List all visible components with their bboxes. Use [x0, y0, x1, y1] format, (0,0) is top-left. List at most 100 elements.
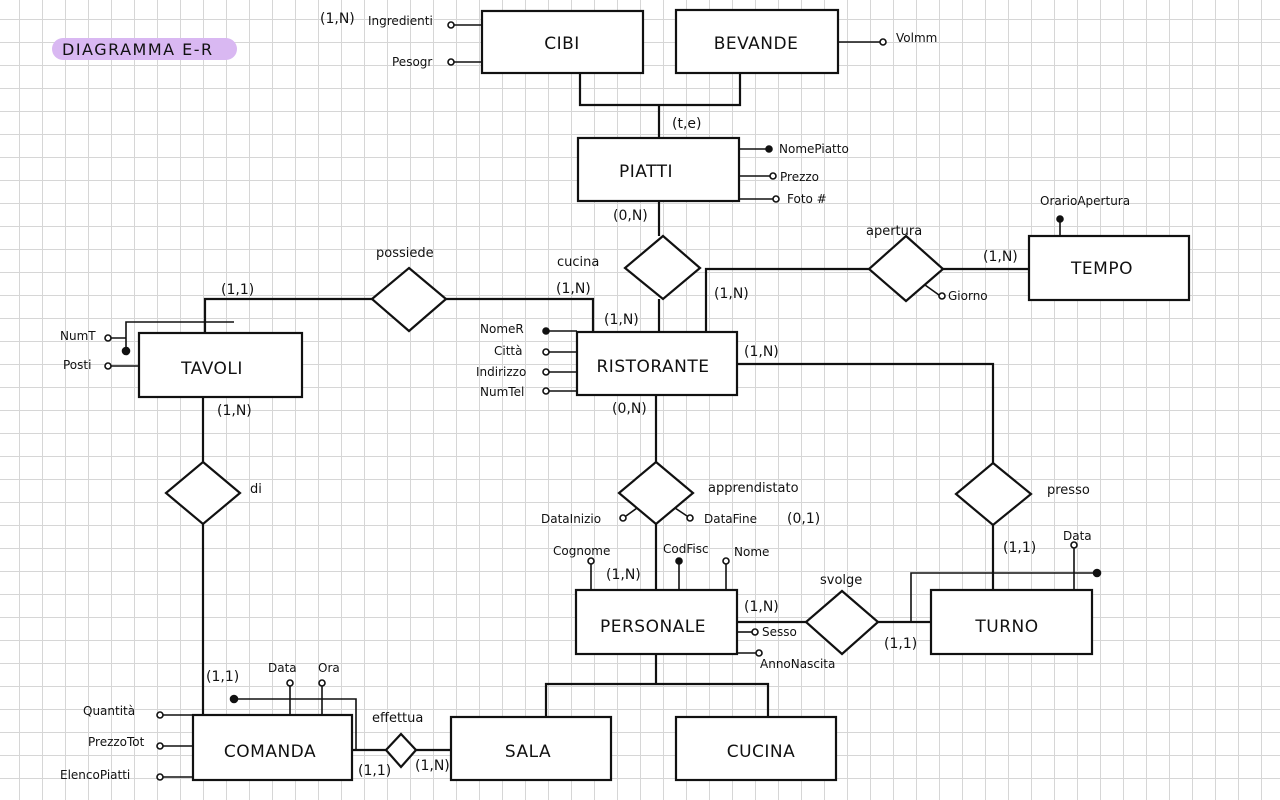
attr-quantita-label: Quantità — [83, 704, 135, 718]
rel-apprendistato-label: apprendistato — [708, 481, 799, 496]
attr-elencopiatti-label: ElencoPiatti — [60, 768, 130, 782]
card-datafine: (0,1) — [787, 511, 820, 527]
entity-cibi-label: CIBI — [544, 34, 580, 54]
entity-sala-box — [449, 715, 613, 782]
attr-prezzo-label: Prezzo — [780, 170, 819, 184]
line-ristorante-presso — [737, 362, 995, 463]
attr-orarioapertura-label: OrarioApertura — [1040, 194, 1130, 208]
attr-annonascita-label: AnnoNascita — [760, 657, 835, 671]
attr-annonascita-dot — [755, 649, 763, 657]
entity-cibi-box — [480, 9, 645, 75]
attr-prezzotot-label: PrezzoTot — [88, 735, 145, 749]
attr-posti-label: Posti — [63, 358, 91, 372]
rel-apertura-label: apertura — [866, 224, 922, 239]
entity-tempo-label: TEMPO — [1070, 259, 1133, 279]
card-personale-svolge: (1,N) — [744, 599, 779, 615]
attr-nomepiatto-label: NomePiatto — [779, 142, 849, 156]
title-highlight — [52, 38, 237, 60]
attr-foto-dot — [772, 195, 780, 203]
rel-di-label: di — [250, 482, 262, 497]
attr-codfisc-label: CodFisc — [663, 542, 709, 556]
attr-codfisc-dot — [675, 557, 683, 565]
attr-datafine-label: DataFine — [704, 512, 757, 526]
rel-effettua-diamond — [384, 732, 418, 769]
rel-apprendistato-diamond — [617, 460, 695, 526]
card-tavoli-possiede: (1,1) — [221, 282, 254, 298]
attr-ingredienti-label: Ingredienti — [368, 14, 433, 28]
attr-numtel-label: NumTel — [480, 385, 524, 399]
entity-tavoli-label: TAVOLI — [180, 359, 243, 379]
attr-ora-label: Ora — [318, 661, 340, 675]
rel-apertura-diamond — [867, 234, 945, 303]
rel-cucina-diamond — [623, 234, 702, 301]
attr-giorno-dot — [938, 292, 946, 300]
card-ingredienti: (1,N) — [320, 11, 355, 27]
card-tempo-apertura: (1,N) — [983, 249, 1018, 265]
attr-datafine-line — [674, 507, 688, 517]
card-ristorante-presso: (1,N) — [744, 344, 779, 360]
rel-possiede-diamond — [370, 266, 448, 333]
line-ristorante-possiede — [446, 297, 595, 332]
rel-cucina-label: cucina — [557, 255, 599, 270]
diagram-title: DIAGRAMMA E-R — [62, 40, 214, 59]
attr-orarioapertura-dot — [1056, 215, 1064, 223]
entity-bevande-box — [674, 8, 840, 75]
rel-possiede-label: possiede — [376, 246, 434, 261]
attr-pesogr-label: Pesogr — [392, 55, 432, 69]
generalization-line — [578, 73, 742, 138]
attr-cognome-label: Cognome — [553, 544, 610, 558]
card-sala-effettua: (1,N) — [415, 758, 450, 774]
attr-foto-label: Foto # — [787, 192, 827, 206]
rel-presso-diamond — [954, 461, 1033, 527]
personale-generalization-line — [544, 654, 770, 717]
attr-indirizzo-dot — [542, 368, 550, 376]
line-ristorante-apertura — [704, 267, 869, 332]
attr-prezzotot-dot — [156, 742, 164, 750]
attr-quantita-dot — [156, 711, 164, 719]
attr-numt-dot — [104, 334, 112, 342]
attr-data-turno-dot — [1070, 541, 1078, 549]
attr-elencopiatti-dot — [156, 773, 164, 781]
entity-personale-label: PERSONALE — [600, 617, 706, 637]
attr-nomepiatto-dot — [765, 145, 773, 153]
attr-citta-dot — [542, 348, 550, 356]
attr-nomer-label: NomeR — [480, 322, 524, 336]
attr-datainizio-dot — [619, 514, 627, 522]
attr-prezzo-dot — [769, 172, 777, 180]
entity-piatti-box — [576, 136, 741, 203]
entity-ristorante-box — [575, 330, 739, 397]
card-ristorante-apertura: (1,N) — [714, 286, 749, 302]
attr-citta-label: Città — [494, 344, 522, 358]
line-possiede-tavoli — [203, 297, 372, 333]
attr-sesso-label: Sesso — [762, 625, 797, 639]
card-personale-apprendistato: (1,N) — [606, 567, 641, 583]
attr-nomer-dot — [542, 327, 550, 335]
attr-datafine-dot — [686, 514, 694, 522]
attr-giorno-line — [924, 284, 940, 296]
card-turno-presso: (1,1) — [1003, 540, 1036, 556]
attr-datainizio-label: DataInizio — [541, 512, 601, 526]
entity-tempo-box — [1027, 234, 1191, 302]
card-ristorante-apprendistato: (0,N) — [612, 401, 647, 417]
entity-cucina-label: CUCINA — [727, 742, 796, 762]
card-tavoli-di: (1,N) — [217, 403, 252, 419]
attr-cognome-dot — [587, 557, 595, 565]
entity-turno-label: TURNO — [974, 617, 1038, 637]
attr-nome-dot — [722, 557, 730, 565]
composite-key-dot — [121, 346, 131, 356]
card-comanda-effettua: (1,1) — [358, 763, 391, 779]
attr-giorno-label: Giorno — [948, 289, 988, 303]
attr-data-comanda-label: Data — [268, 661, 297, 675]
card-ristorante-possiede: (1,N) — [556, 281, 591, 297]
attr-indirizzo-label: Indirizzo — [476, 365, 526, 379]
rel-svolge-label: svolge — [820, 573, 862, 588]
card-ristorante-cucina: (1,N) — [604, 312, 639, 328]
card-generalization: (t,e) — [672, 116, 701, 132]
attr-ora-dot — [318, 679, 326, 687]
attr-sesso-dot — [751, 628, 759, 636]
entity-comanda-label: COMANDA — [224, 742, 316, 762]
entity-bevande-label: BEVANDE — [714, 34, 799, 54]
entity-sala-label: SALA — [505, 742, 551, 762]
